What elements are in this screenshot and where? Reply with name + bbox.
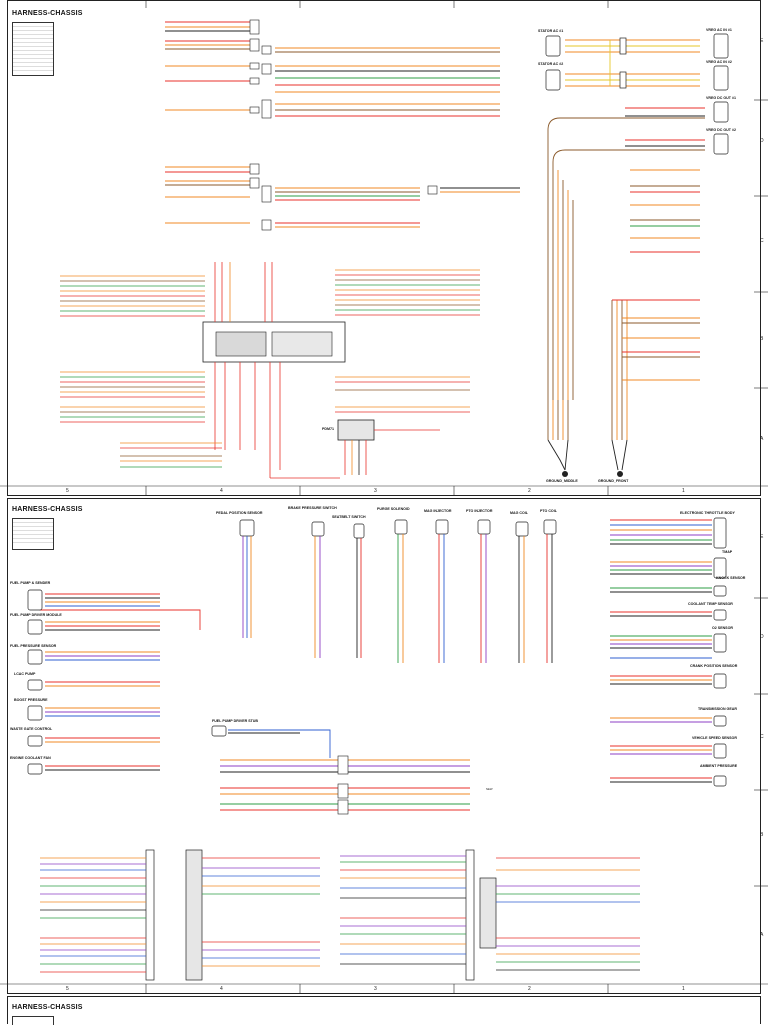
engine-coolant-fan-label: ENGINE COOLANT FAN	[10, 756, 51, 760]
zone-row-c: C	[760, 734, 764, 740]
zone-row-a: A	[760, 932, 764, 938]
zone-row-b: B	[760, 336, 764, 342]
o2-sensor-label: O2 SENSOR	[712, 626, 733, 630]
zone-col-1: 1	[682, 488, 685, 494]
zone-col-2: 2	[528, 986, 531, 992]
zone-col-5: 5	[66, 986, 69, 992]
vehicle-speed-sensor-label: VEHICLE SPEED SENSOR	[692, 736, 737, 740]
zone-row-e: E	[760, 534, 764, 540]
zone-col-4: 4	[220, 986, 223, 992]
stator-ac-2-label: STATOR AC #2	[538, 62, 564, 66]
new-note: NEW	[486, 787, 493, 791]
knock-sensor-label: KNOCK SENSOR	[716, 576, 746, 580]
harness-sheet-1: HARNESS-CHASSIS	[0, 0, 768, 496]
fuel-pump-driver-module-label: FUEL PUMP DRIVER MODULE	[10, 613, 62, 617]
vreg-dc-out-1-label: VREG DC OUT #1	[706, 96, 736, 100]
legend-box	[12, 1016, 54, 1025]
pdm-label: PDM71	[322, 427, 334, 431]
legend-box	[12, 22, 54, 76]
zone-row-e: E	[760, 38, 764, 44]
zone-col-5: 5	[66, 488, 69, 494]
vreg-ac-in-2-label: VREG AC IN #2	[706, 60, 732, 64]
vreg-dc-out-2-label: VREG DC OUT #2	[706, 128, 736, 132]
seatbelt-switch-label: SEATBELT SWITCH	[332, 515, 366, 519]
coolant-temp-sensor-label: COOLANT TEMP SENSOR	[688, 602, 733, 606]
zone-row-d: D	[760, 138, 764, 144]
stator-ac-1-label: STATOR AC #1	[538, 29, 564, 33]
wiring-diagram-sheet-1	[0, 0, 768, 496]
fuel-pressure-sensor-label: FUEL PRESSURE SENSOR	[10, 644, 57, 648]
brake-pressure-switch-label: BRAKE PRESSURE SWITCH	[288, 506, 337, 510]
zone-row-c: C	[760, 238, 764, 244]
legend-box	[12, 518, 54, 550]
vreg-ac-in-1-label: VREG AC IN #1	[706, 28, 732, 32]
boost-pressure-label: BOOST PRESSURE	[14, 698, 48, 702]
ground-middle-label: GROUND_MIDDLE	[546, 479, 578, 483]
sheet-title: HARNESS-CHASSIS	[12, 1004, 83, 1011]
sheet-frame	[7, 498, 761, 994]
transmission-gear-label: TRANSMISSION GEAR	[698, 707, 737, 711]
sheet-frame	[7, 996, 761, 1024]
crank-position-sensor-label: CRANK POSITION SENSOR	[690, 664, 738, 668]
wiring-diagram-sheet-2	[0, 517, 768, 994]
sheet-frame	[7, 0, 761, 496]
fuel-pump-sender-label: FUEL PUMP & SENDER	[10, 581, 51, 585]
mag-injector-label: MAG INJECTOR	[424, 509, 452, 513]
pto-coil-label: PTO COIL	[540, 509, 557, 513]
zone-row-a: A	[760, 436, 764, 442]
purge-solenoid-label: PURGE SOLENOID	[377, 507, 410, 511]
zone-col-3: 3	[374, 986, 377, 992]
zone-col-3: 3	[374, 488, 377, 494]
mag-coil-label: MAG COIL	[510, 511, 528, 515]
zone-col-1: 1	[682, 986, 685, 992]
pto-injector-label: PTO INJECTOR	[466, 509, 493, 513]
zone-row-b: B	[760, 832, 764, 838]
lcac-pump-label: LCAC PUMP	[14, 672, 36, 676]
ambient-pressure-label: AMBIENT PRESSURE	[700, 764, 738, 768]
waste-gate-control-label: WASTE GATE CONTROL	[10, 727, 53, 731]
harness-sheet-2: HARNESS-CHASSIS	[0, 498, 768, 994]
zone-row-d: D	[760, 634, 764, 640]
ground-front-label: GROUND_FRONT	[598, 479, 629, 483]
tmap-label: TMAP	[722, 550, 733, 554]
zone-col-2: 2	[528, 488, 531, 494]
fuel-pump-driver-stub-label: FUEL PUMP DRIVER STUB	[212, 719, 258, 723]
electronic-throttle-body-label: ELECTRONIC THROTTLE BODY	[680, 511, 735, 515]
harness-sheet-3: HARNESS-CHASSIS	[0, 996, 768, 1025]
sheet-title: HARNESS-CHASSIS	[12, 10, 83, 17]
zone-col-4: 4	[220, 488, 223, 494]
sheet-title: HARNESS-CHASSIS	[12, 506, 83, 513]
pedal-position-sensor-label: PEDAL POSITION SENSOR	[216, 511, 263, 515]
